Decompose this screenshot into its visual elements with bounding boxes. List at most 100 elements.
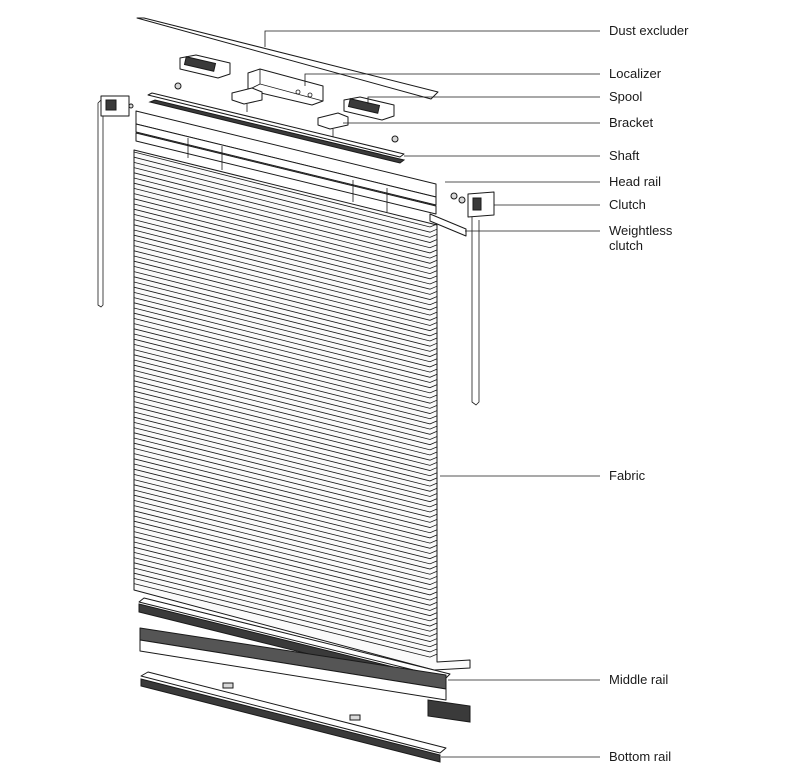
fabric-pleat [133, 245, 438, 321]
label-head-rail: Head rail [609, 174, 662, 189]
fabric-pleat [133, 520, 438, 596]
fabric-pleat [133, 318, 438, 394]
fabric-pleat [133, 375, 438, 451]
left-cord-clutch [97, 95, 134, 308]
fabric-pleat [133, 531, 438, 606]
label-bracket: Bracket [609, 115, 654, 130]
bottom-rail-part [140, 671, 447, 763]
label-localizer: Localizer [609, 66, 662, 81]
fabric-pleat [133, 224, 438, 300]
fabric-pleat [133, 515, 438, 591]
label-weightless-clutch: Weightless clutch [609, 223, 673, 253]
fabric-pleat [133, 234, 438, 311]
fabric-pleat [133, 437, 438, 513]
fabric-part [133, 149, 471, 671]
fabric-pleat [133, 323, 438, 399]
fabric-pleat [133, 328, 438, 404]
bracket-part [231, 87, 349, 137]
fabric-pleat [133, 572, 438, 648]
fabric-pleat [133, 255, 438, 332]
fabric-pleat [133, 567, 438, 642]
fabric-pleat [133, 500, 438, 575]
label-shaft: Shaft [609, 148, 640, 163]
fabric-pleat [133, 458, 438, 534]
fabric-pleat [133, 406, 438, 482]
head-rail-part [135, 110, 437, 215]
fabric-pleat [133, 172, 438, 249]
spool-right-part [343, 96, 395, 121]
fabric-pleat [133, 167, 438, 243]
fabric-pleat [133, 292, 438, 368]
fabric-pleat [133, 489, 438, 565]
weightless-clutch-part [429, 213, 467, 237]
clutch-part [450, 191, 495, 406]
fabric-pleat [133, 422, 438, 497]
fabric-pleat [133, 562, 438, 637]
fabric-pleat [133, 359, 438, 435]
middle-rail-part [138, 597, 471, 723]
fabric-pleat [133, 468, 438, 544]
screw-left [174, 82, 182, 90]
fabric-pleat [133, 432, 438, 508]
leader-lines [264, 30, 600, 758]
shaft-part [147, 92, 406, 164]
fabric-pleat [133, 219, 438, 295]
fabric-pleat [133, 344, 438, 420]
fabric-pleat [133, 479, 438, 554]
fabric-pleat [133, 203, 438, 280]
fabric-pleat [133, 297, 438, 373]
fabric-pleat [133, 510, 438, 585]
fabric-pleat [133, 416, 438, 492]
fabric-pleat [133, 442, 438, 518]
fabric-pleat [133, 177, 438, 254]
fabric-pleat [133, 156, 438, 233]
fabric-pleat [133, 307, 438, 383]
fabric-pleat [133, 240, 438, 316]
fabric-pleat [133, 193, 438, 269]
label-fabric: Fabric [609, 468, 646, 483]
fabric-pleat [133, 557, 438, 632]
fabric-pleat [133, 151, 438, 228]
label-spool: Spool [609, 89, 643, 104]
fabric-pleat [133, 390, 438, 466]
label-dust-excluder: Dust excluder [609, 23, 689, 38]
label-bottom-rail: Bottom rail [609, 749, 672, 764]
fabric-pleat [133, 250, 438, 326]
fabric-pleat [133, 302, 438, 378]
fabric-pleat [133, 453, 438, 528]
fabric-pleat [133, 260, 438, 337]
fabric-pleat [133, 541, 438, 617]
fabric-pleat [133, 364, 438, 440]
fabric-pleat [133, 385, 438, 461]
fabric-pleat [133, 494, 438, 570]
fabric-pleat [133, 552, 438, 627]
fabric-pleat [133, 198, 438, 275]
fabric-pleat [133, 448, 438, 523]
fabric-pleat [133, 188, 438, 264]
fabric-pleat [133, 281, 438, 357]
screw-right [391, 135, 399, 143]
fabric-pleat [133, 526, 438, 601]
fabric-pleat [133, 349, 438, 425]
fabric-pleat [133, 312, 438, 389]
fabric-pleat [133, 162, 438, 238]
fabric-pleat [133, 276, 438, 352]
fabric-pleat [133, 286, 438, 363]
fabric-pleat [133, 338, 438, 414]
fabric-pleat [133, 214, 438, 290]
fabric-pleat [133, 396, 438, 471]
label-clutch: Clutch [609, 197, 646, 212]
fabric-pleat [133, 208, 438, 285]
fabric-pleat [133, 474, 438, 549]
fabric-pleat [133, 380, 438, 456]
fabric-pleat [133, 411, 438, 487]
fabric-pleat [133, 484, 438, 560]
fabric-pleat [133, 401, 438, 477]
fabric-pleat [133, 427, 438, 503]
fabric-pleat [133, 578, 438, 653]
label-middle-rail: Middle rail [609, 672, 669, 687]
fabric-pleat [133, 463, 438, 539]
dust-excluder-part [136, 17, 439, 100]
fabric-pleat [133, 583, 438, 658]
